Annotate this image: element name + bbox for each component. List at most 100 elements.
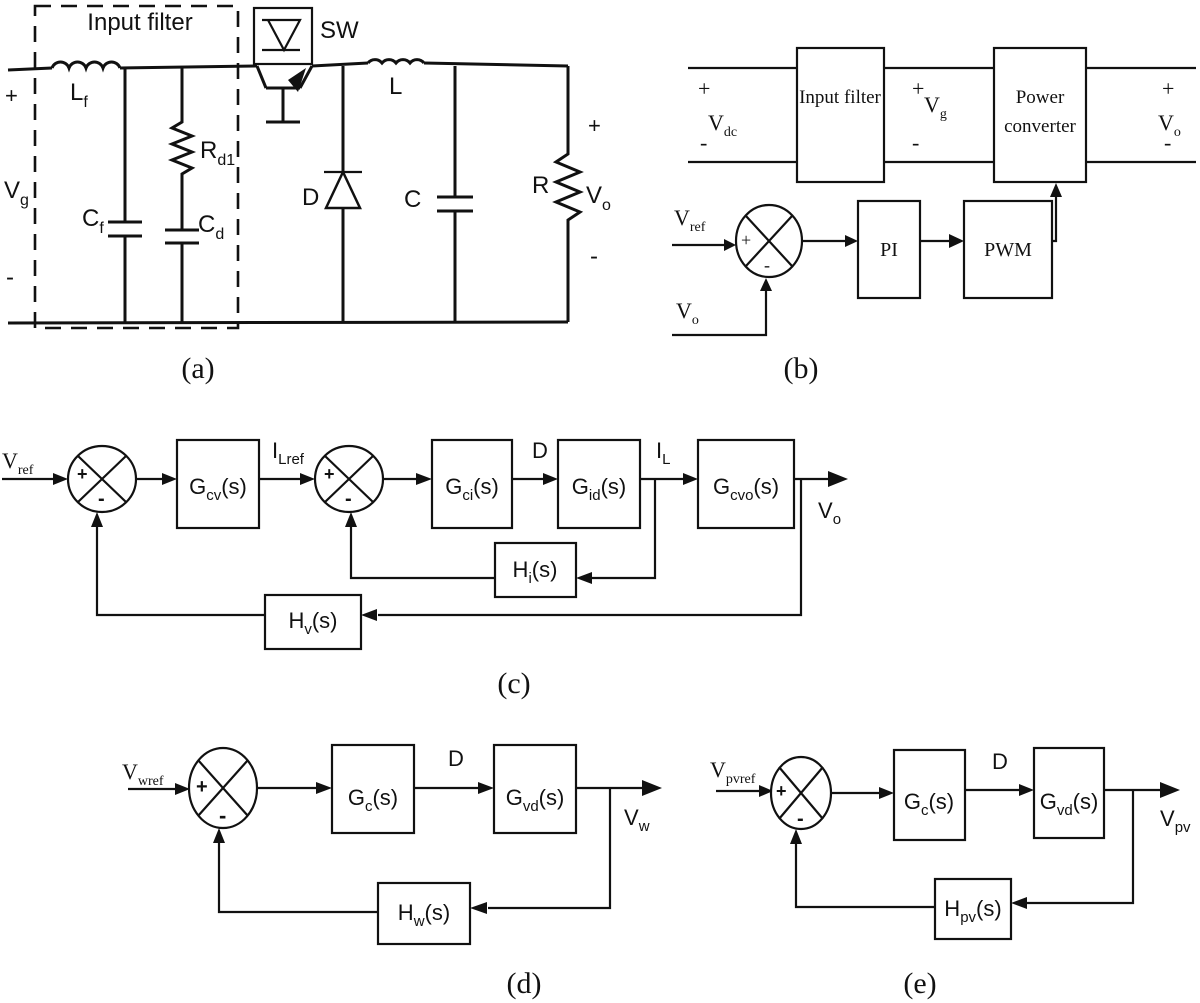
vo-plus: + xyxy=(588,113,601,138)
sum-minus-e: - xyxy=(797,808,804,830)
arrow-head xyxy=(316,782,332,794)
gvd-block-e xyxy=(1032,746,1106,840)
sum-minus-c2: - xyxy=(345,488,352,510)
gvd-label-e: Gvd(s) xyxy=(1040,789,1099,819)
capacitor-cf xyxy=(108,68,142,322)
ilref-label: ILref xyxy=(272,438,305,468)
feedback-line-b xyxy=(672,290,768,337)
sum-plus-c1: + xyxy=(77,464,88,484)
vwref-label: Vwref xyxy=(122,759,164,789)
current-feedback-line xyxy=(592,479,657,580)
vpv-label: Vpv xyxy=(1160,806,1191,836)
diode-d-icon xyxy=(324,66,362,322)
vref-label-c: Vref xyxy=(2,448,34,478)
inductor-l xyxy=(366,58,426,66)
feedback-line-e xyxy=(1027,790,1135,905)
arrow-head xyxy=(470,902,487,914)
vpvref-label: Vpvref xyxy=(710,757,756,787)
wire xyxy=(119,64,258,70)
feedback-line-d xyxy=(217,843,378,914)
arrow-head xyxy=(1050,183,1062,197)
pi-block xyxy=(856,199,922,300)
d-label: D xyxy=(302,184,319,211)
power-converter-label-2: converter xyxy=(1004,116,1076,137)
voltage-feedback-line xyxy=(378,479,803,617)
vdc-label: Vdc xyxy=(708,110,737,140)
arrow-head xyxy=(91,512,103,527)
sum-minus-d: - xyxy=(219,803,226,828)
gvd-label-d: Gvd(s) xyxy=(506,785,565,815)
vref-label-b: Vref xyxy=(674,205,706,235)
pi-label: PI xyxy=(880,239,898,261)
caption-b: (b) xyxy=(784,352,819,385)
hi-label: Hi(s) xyxy=(513,557,558,587)
plus-sign: + xyxy=(5,83,18,108)
gci-label: Gci(s) xyxy=(445,474,499,504)
vo-label-b: Vo xyxy=(1158,110,1181,140)
c-label: C xyxy=(404,186,421,213)
pwm-to-converter-line xyxy=(1052,196,1058,243)
vo-minus: - xyxy=(590,243,598,270)
l-label: L xyxy=(389,73,402,100)
input-filter-block-label: Input filter xyxy=(799,87,881,108)
caption-a: (a) xyxy=(181,352,214,385)
switch-sw-icon xyxy=(252,6,314,124)
gcvo-label: Gcvo(s) xyxy=(713,474,779,504)
arrow-head xyxy=(162,473,177,485)
gcv-block xyxy=(175,438,261,530)
vo-label-c: Vo xyxy=(818,498,841,528)
capacitor-c xyxy=(437,66,473,322)
arrow-head xyxy=(1011,897,1027,909)
damping-branch xyxy=(165,68,199,322)
arrow-head xyxy=(478,782,494,794)
arrow-head xyxy=(213,828,225,843)
power-lines xyxy=(688,66,1196,164)
arrow-head xyxy=(416,473,432,485)
arrow-head xyxy=(576,572,592,584)
vg-plus: + xyxy=(912,76,924,101)
arrow-head xyxy=(300,473,315,485)
d-label-e: D xyxy=(992,749,1008,774)
lf-label: Lf xyxy=(70,79,88,111)
gc-label-e: Gc(s) xyxy=(904,789,954,819)
ground-wire xyxy=(7,320,569,325)
input-filter-label: Input filter xyxy=(87,9,192,36)
caption-c: (c) xyxy=(497,667,530,700)
gci-block xyxy=(430,438,514,530)
feedback-line-e xyxy=(794,844,935,909)
rd1-label: Rd1 xyxy=(200,137,235,169)
panel-d-wind-loop: Vwref + - Gc(s) D Gvd(s) Vw Hw(s) (d) xyxy=(122,743,662,1000)
voltage-feedback-line xyxy=(95,527,265,617)
summing-cross xyxy=(197,759,249,817)
arrow-head xyxy=(949,234,964,248)
sum-plus-b: + xyxy=(741,230,751,250)
wire xyxy=(423,61,569,68)
arrow-head xyxy=(1160,782,1180,798)
vo-plus-b: + xyxy=(1162,76,1174,101)
sw-label: SW xyxy=(320,17,359,44)
sum-plus-d: + xyxy=(196,776,208,798)
vo-minus-b: - xyxy=(1164,130,1171,155)
gid-block xyxy=(556,438,642,530)
arrow-head xyxy=(175,783,190,795)
input-filter-block xyxy=(795,46,886,184)
sum-plus-c2: + xyxy=(324,464,335,484)
arrow-head xyxy=(759,785,773,797)
hw-block xyxy=(376,881,472,946)
pwm-block xyxy=(962,199,1054,300)
arrow-head xyxy=(361,609,377,621)
vdc-plus: + xyxy=(698,76,710,101)
inductor-lf xyxy=(50,60,122,73)
hv-block xyxy=(263,593,363,651)
arrow-head xyxy=(879,787,894,799)
cf-label: Cf xyxy=(82,205,104,237)
sum-plus-e: + xyxy=(776,781,787,801)
gc-block-d xyxy=(330,743,416,835)
input-filter-dashed-box xyxy=(33,4,240,330)
gcv-label: Gcv(s) xyxy=(189,474,247,504)
arrow-head xyxy=(543,473,558,485)
gid-label: Gid(s) xyxy=(572,474,626,504)
sum-minus-c1: - xyxy=(98,488,105,510)
hv-label: Hv(s) xyxy=(288,608,337,638)
minus-sign: - xyxy=(6,264,14,291)
